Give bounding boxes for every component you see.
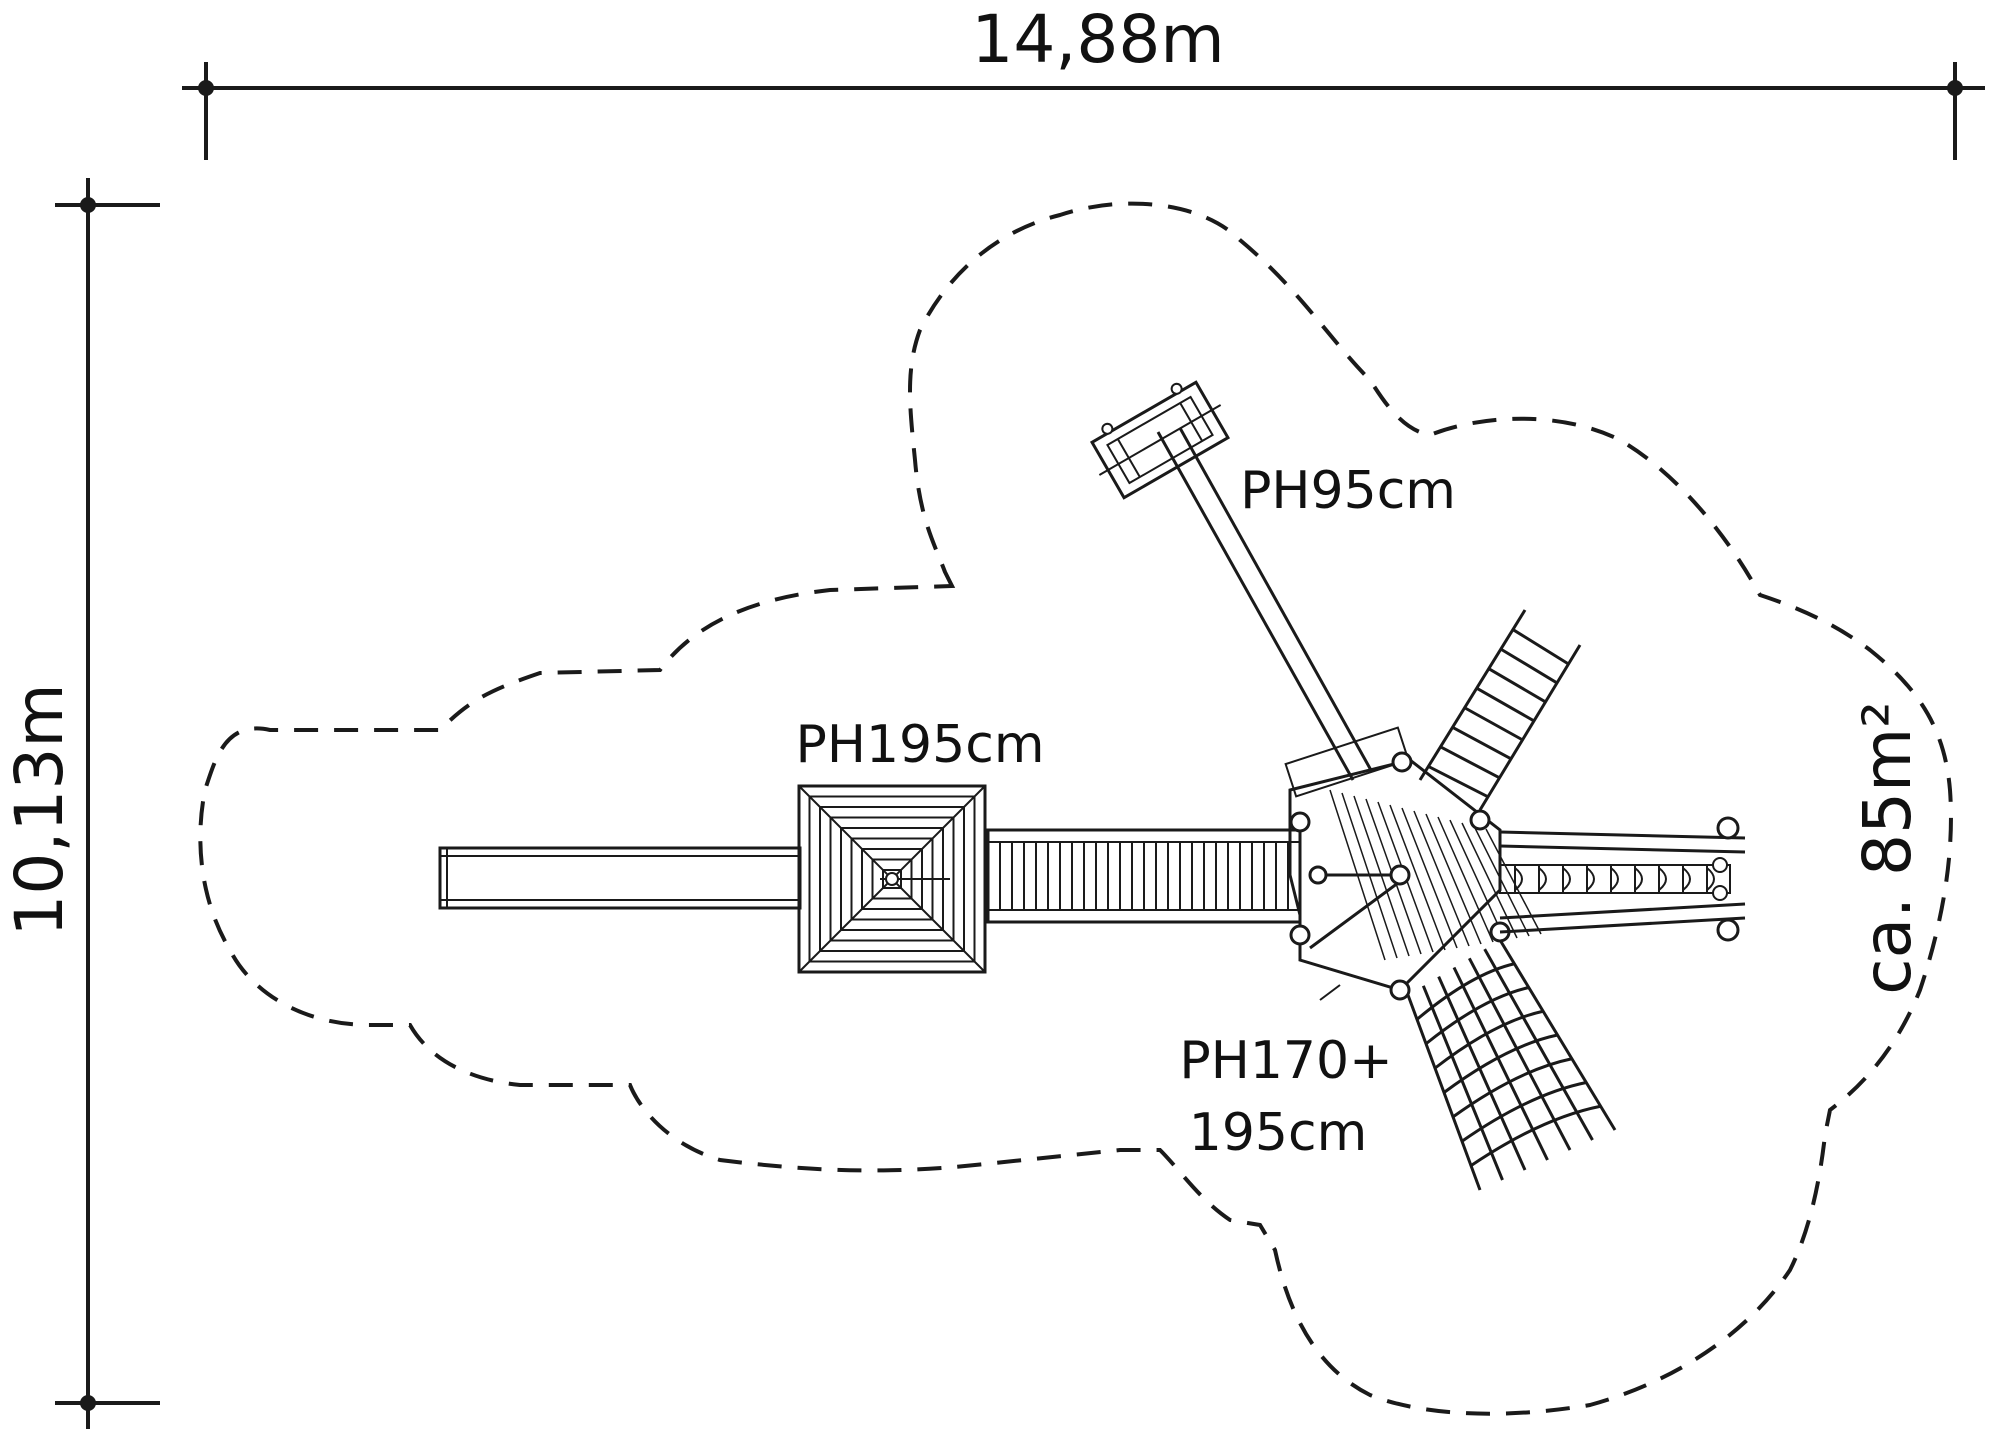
rope-segment	[1610, 867, 1619, 891]
ladder-rung	[1427, 765, 1489, 799]
rope-segment	[1634, 867, 1643, 891]
hex-plank	[1437, 816, 1494, 943]
square-tower-roof	[797, 784, 987, 974]
bridge	[986, 828, 1302, 924]
hex-tower	[1284, 726, 1542, 1001]
ladder-rung	[1488, 667, 1547, 704]
net-rope	[1468, 957, 1572, 1151]
roof-ring	[829, 816, 955, 942]
rope-segment	[1586, 867, 1595, 891]
roof-ring	[797, 784, 987, 974]
ladder-rung	[1500, 647, 1558, 685]
hex-plank	[1401, 807, 1458, 949]
depth-label: 10,13m	[1, 683, 78, 936]
safety-zone-outline	[198, 201, 1953, 1416]
net-cross-rope	[1461, 1081, 1587, 1143]
net-cross-rope	[1452, 1057, 1573, 1119]
rope-segment	[1562, 867, 1571, 891]
climbing-net	[1406, 939, 1617, 1191]
rope-segment	[1514, 867, 1523, 891]
hex-plank	[1449, 819, 1506, 941]
swing-beam	[1156, 427, 1374, 781]
net-cross-rope	[1434, 1009, 1544, 1070]
roof-ring	[808, 795, 976, 963]
depth-dimension	[55, 178, 160, 1429]
net-cross-rope	[1443, 1033, 1558, 1094]
ladder	[1418, 609, 1582, 811]
net-cross-rope	[1425, 986, 1530, 1045]
swing-end-frame	[1089, 380, 1231, 500]
net-cross-rope	[1416, 962, 1515, 1021]
hex-tower-label-line2: 195cm	[1189, 1103, 1368, 1163]
width-dimension	[182, 62, 1985, 160]
slide	[438, 846, 802, 910]
roof-finial	[885, 872, 899, 886]
left-tower-label: PH195cm	[796, 715, 1045, 775]
hex-plank	[1425, 813, 1482, 945]
rope-segment	[1658, 867, 1667, 891]
swing-end-label: PH95cm	[1240, 461, 1456, 521]
ladder-rung	[1475, 686, 1535, 723]
rope-segment	[1538, 867, 1547, 891]
ladder-rung	[1439, 745, 1501, 780]
width-label: 14,88m	[971, 1, 1224, 78]
ladder-rung	[1451, 725, 1512, 761]
ladder-rung	[1512, 628, 1570, 666]
net-cross-rope	[1470, 1104, 1601, 1167]
net-rope	[1483, 948, 1594, 1141]
hex-plank	[1389, 804, 1446, 951]
rope-segment	[1706, 867, 1715, 891]
net-rope	[1452, 966, 1549, 1161]
net-rope	[1421, 985, 1504, 1181]
roof-ring	[819, 806, 965, 952]
hex-plank	[1413, 810, 1470, 947]
area-label: ca. 85m²	[1849, 701, 1926, 994]
net-rope	[1437, 976, 1527, 1171]
ladder-rung	[1463, 706, 1524, 742]
hex-tower-label-line1: PH170+	[1179, 1031, 1392, 1091]
rope-bridge	[1499, 816, 1746, 942]
rope-segment	[1682, 867, 1691, 891]
